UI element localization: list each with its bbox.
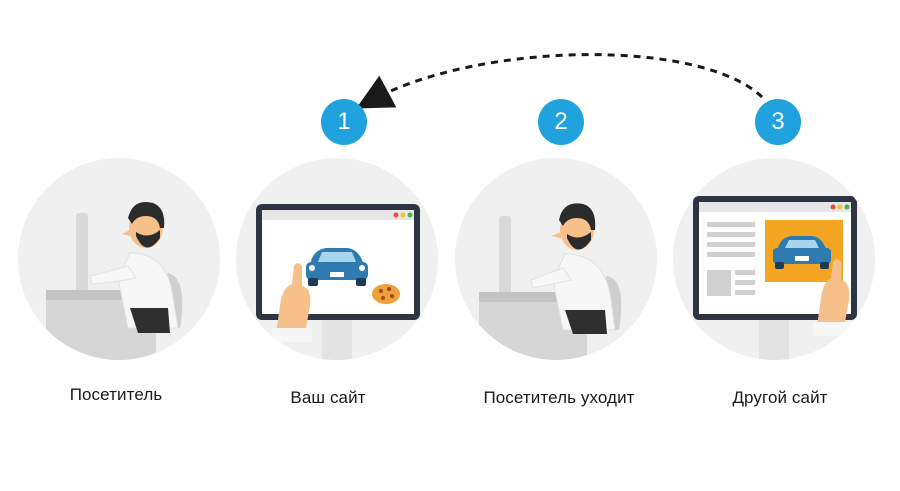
step-badge-1: 1 bbox=[321, 99, 367, 145]
hand-icon bbox=[813, 259, 853, 336]
step-label-1: Ваш сайт bbox=[290, 388, 366, 407]
visitor-illustration bbox=[18, 158, 220, 360]
another-site-illustration bbox=[673, 158, 875, 360]
step-label-3: Другой сайт bbox=[732, 388, 828, 407]
visitor-leaves-illustration bbox=[455, 158, 657, 360]
hand-icon bbox=[272, 263, 312, 342]
step-badge-2: 2 bbox=[538, 99, 584, 145]
your-site-illustration bbox=[236, 158, 438, 360]
car-icon bbox=[306, 248, 368, 286]
cookie-icon bbox=[372, 284, 400, 304]
visitor-label: Посетитель bbox=[69, 385, 163, 404]
step-label-2: Посетитель уходит bbox=[483, 388, 635, 407]
car-icon bbox=[773, 236, 831, 269]
step-badge-3: 3 bbox=[755, 99, 801, 145]
